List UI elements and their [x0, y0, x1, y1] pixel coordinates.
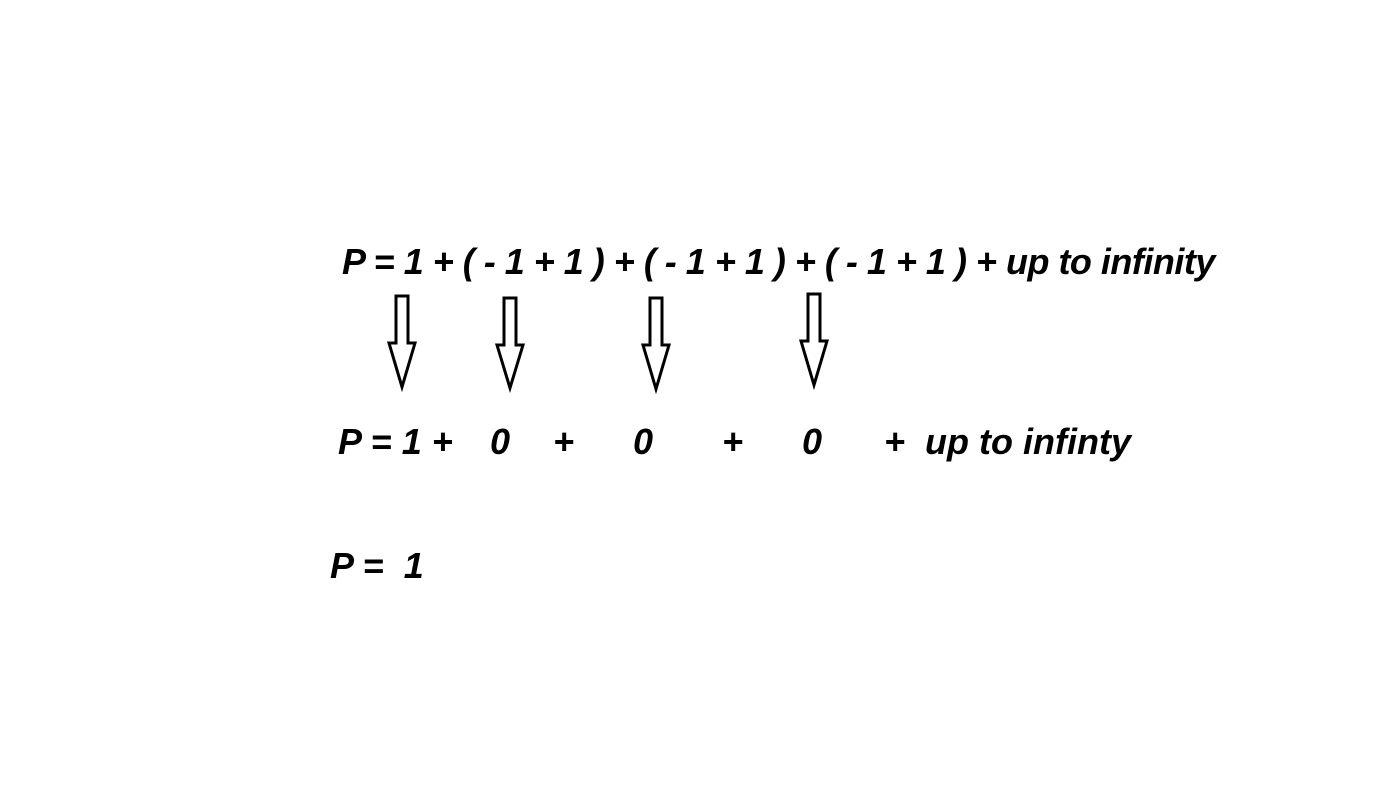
hollow-down-arrow-icon — [386, 294, 418, 393]
zero-term-3: 0 — [802, 421, 823, 462]
equation-tail: + up to infinty — [884, 421, 1131, 462]
hollow-down-arrow-icon — [494, 296, 526, 394]
equation-result: P = 1 — [330, 545, 424, 586]
zero-term-2: 0 — [633, 421, 654, 462]
plus-sign-1: + — [553, 421, 575, 462]
hollow-down-arrow-icon — [798, 292, 830, 391]
equation-lhs: P = 1 + — [338, 421, 453, 462]
equation-line-expanded: P = 1 + ( - 1 + 1 ) + ( - 1 + 1 ) + ( - … — [342, 241, 1215, 282]
plus-sign-2: + — [722, 421, 744, 462]
hollow-down-arrow-icon — [640, 296, 672, 395]
zero-term-1: 0 — [490, 421, 511, 462]
